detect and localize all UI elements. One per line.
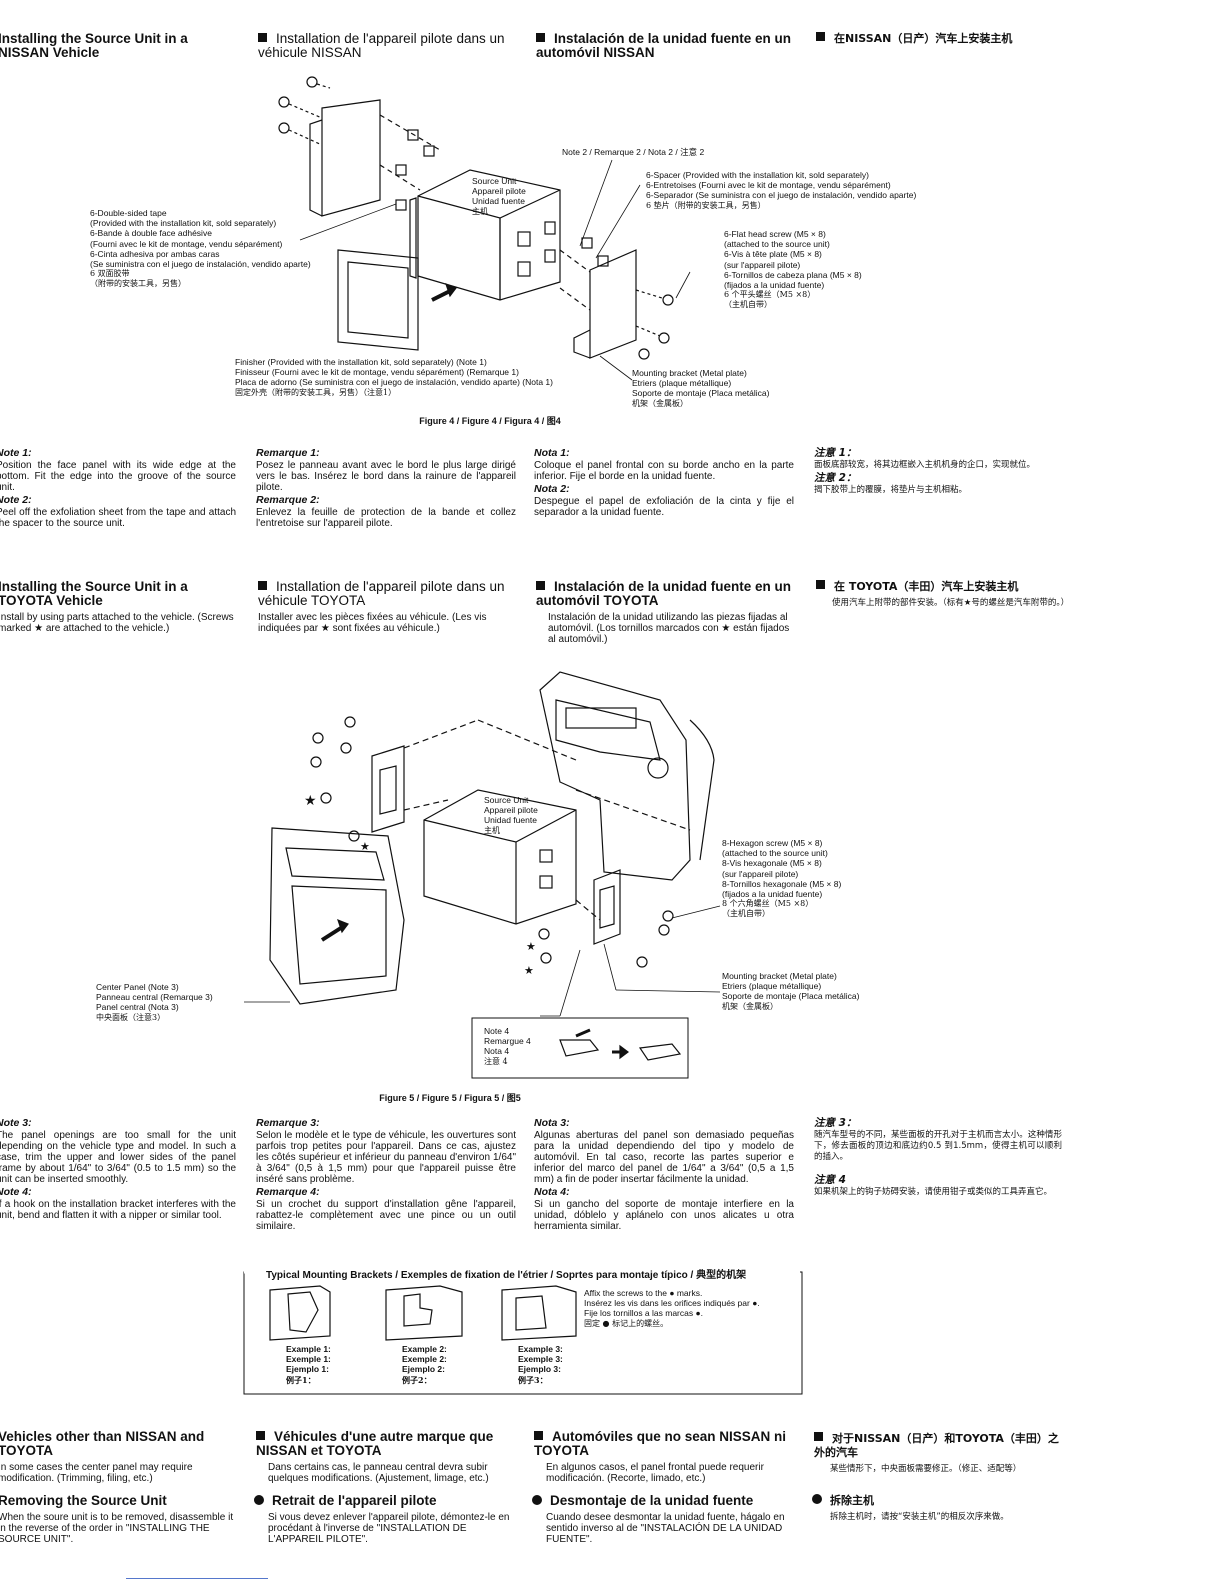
fig4-note2-label: Note 2 / Remarque 2 / Nota 2 / 注意 2 — [562, 147, 705, 157]
nissan-heading-fr: Installation de l'appareil pilote dans u… — [258, 31, 505, 60]
star-mark-icon: ★ — [524, 965, 534, 977]
square-bullet-icon — [534, 1431, 543, 1440]
bracket-example-2: Example 2:Exemple 2:Ejemplo 2:例子2： — [402, 1344, 447, 1385]
removing-fr: Retrait de l'appareil pilote Si vous dev… — [254, 1494, 516, 1545]
notes-1-2-en: Note 1: Position the face panel with its… — [0, 447, 236, 529]
fig4-screw-label: 6-Flat head screw (M5 × 8)(attached to t… — [724, 229, 862, 310]
fig5-bracket-label: Mounting bracket (Metal plate)Etriers (p… — [722, 971, 860, 1011]
square-bullet-icon — [536, 33, 545, 42]
nissan-heading-cn: 在NISSAN（日产）汽车上安装主机 — [816, 32, 1076, 46]
fig4-spacer-label: 6-Spacer (Provided with the installation… — [646, 170, 917, 210]
square-bullet-icon — [816, 32, 825, 41]
circle-bullet-icon — [532, 1495, 542, 1505]
figure-5-diagram — [244, 671, 721, 1079]
notes-1-2-es: Nota 1: Coloque el panel frontal con su … — [534, 447, 794, 518]
figure-4-caption: Figure 4 / Figure 4 / Figura 4 / 图4 — [419, 416, 561, 426]
notes-3-4-cn: 注意 3： 随汽车型号的不同，某些面板的开孔对于主机而言太小。这种情形下，修去面… — [814, 1117, 1062, 1197]
fig4-finisher-label: Finisher (Provided with the installation… — [235, 357, 553, 397]
star-mark-icon: ★ — [304, 792, 317, 808]
notes-1-2-cn: 注意 1： 面板底部较宽，将其边框嵌入主机机身的企口，实现就位。 注意 2： 揭… — [814, 447, 1036, 495]
bracket-example-3: Example 3:Exemple 3:Ejemplo 3:例子3： — [518, 1344, 563, 1385]
removing-en: Removing the Source Unit When the soure … — [0, 1493, 234, 1546]
notes-1-2-fr: Remarque 1: Posez le panneau avant avec … — [256, 447, 516, 529]
square-bullet-icon — [256, 1431, 265, 1440]
notes-3-4-es: Nota 3: Algunas aberturas del panel son … — [534, 1117, 794, 1232]
square-bullet-icon — [258, 33, 267, 42]
brackets-title: Typical Mounting Brackets / Exemples de … — [266, 1270, 747, 1281]
fig4-tape-label: 6-Double-sided tape(Provided with the in… — [90, 208, 311, 289]
star-mark-icon: ★ — [526, 941, 536, 953]
notes-3-4-en: Note 3: The panel openings are too small… — [0, 1117, 236, 1221]
toyota-section-en: Installing the Source Unit in a TOYOTA V… — [0, 579, 234, 635]
figure-5-caption: Figure 5 / Figure 5 / Figura 5 / 图5 — [379, 1093, 521, 1103]
link-underline — [126, 1578, 268, 1579]
toyota-section-es: Instalación de la unidad fuente en un au… — [536, 579, 792, 645]
square-bullet-icon — [814, 1432, 823, 1441]
removing-cn: 拆除主机 拆除主机时，请按“安装主机”的相反次序来做。 — [812, 1494, 1062, 1523]
fig4-bracket-label: Mounting bracket (Metal plate)Etriers (p… — [632, 368, 770, 408]
square-bullet-icon — [536, 581, 545, 590]
circle-bullet-icon — [254, 1495, 264, 1505]
nissan-heading-es: Instalación de la unidad fuente en un au… — [536, 31, 792, 60]
square-bullet-icon — [816, 580, 825, 589]
toyota-section-fr: Installation de l'appareil pilote dans u… — [258, 579, 505, 634]
other-vehicles-en: Vehicles other than NISSAN and TOYOTA In… — [0, 1429, 205, 1485]
nissan-heading-en: Installing the Source Unit in a NISSAN V… — [0, 31, 188, 60]
fig5-hex-screw-label: 8-Hexagon screw (M5 × 8)(attached to the… — [722, 838, 842, 919]
fig5-center-panel-label: Center Panel (Note 3)Panneau central (Re… — [96, 982, 213, 1022]
bracket-example-1: Example 1:Exemple 1:Ejemplo 1:例子1： — [286, 1344, 331, 1385]
toyota-section-cn: 在 TOYOTA（丰田）汽车上安装主机 使用汽车上附带的部件安装。（标有★号的螺… — [816, 580, 1069, 609]
square-bullet-icon — [258, 581, 267, 590]
circle-bullet-icon — [812, 1494, 822, 1504]
other-vehicles-fr: Véhicules d'une autre marque que NISSAN … — [256, 1429, 494, 1484]
star-mark-icon: ★ — [360, 841, 370, 853]
other-vehicles-cn: 对于NISSAN（日产）和TOYOTA（丰田）之外的汽车 某些情形下，中央面板需… — [814, 1432, 1059, 1474]
other-vehicles-es: Automóviles que no sean NISSAN ni TOYOTA… — [534, 1429, 787, 1484]
removing-es: Desmontaje de la unidad fuente Cuando de… — [532, 1494, 794, 1545]
notes-3-4-fr: Remarque 3: Selon le modèle et le type d… — [256, 1117, 516, 1232]
brackets-affix-text: Affix the screws to the ● marks.Insérez … — [584, 1288, 760, 1328]
